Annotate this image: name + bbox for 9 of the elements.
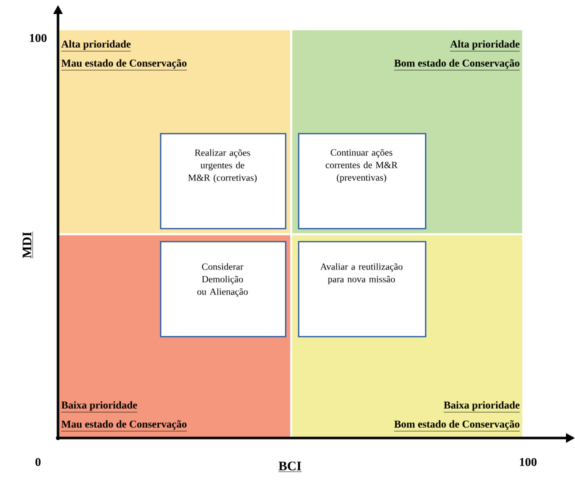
axis-title: MDI [22,231,33,259]
axis-title: BCI [278,462,302,472]
tick-label: 100 [520,458,537,466]
tick-label: 0 [35,458,41,466]
action-box: Realizar ações urgentes de M&R (corretivas) [160,133,286,230]
action-box: Continuar ações correntes de M&R (preventivas) [298,133,426,230]
action-box: Considerar Demolição ou Alienação [160,241,286,338]
action-box: Avaliar a reutilização para nova missão [298,241,426,338]
tick-label: 100 [30,34,47,42]
